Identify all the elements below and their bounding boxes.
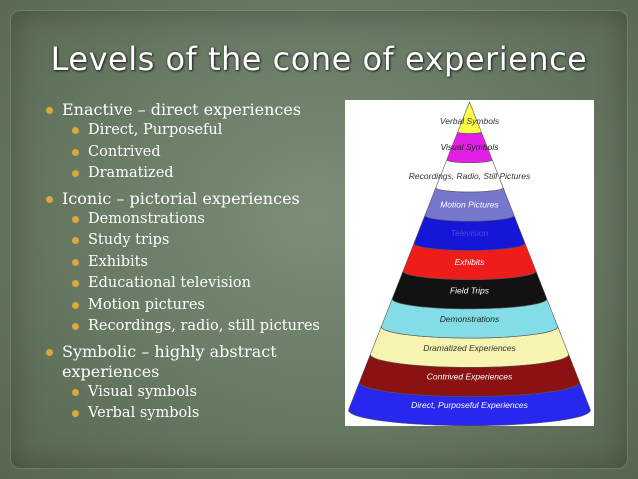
cone-band: Verbal Symbols — [440, 101, 500, 134]
bullet-dot-icon — [72, 388, 79, 396]
cone-band-label: Dramatized Experiences — [423, 343, 516, 353]
cone-band-label: Demonstrations — [440, 314, 500, 324]
sub-bullet-item: Educational television — [36, 273, 336, 295]
bullet-text: Study trips — [88, 232, 170, 248]
cone-band-label: Visual Symbols — [441, 142, 500, 152]
cone-band: Motion Pictures — [424, 187, 515, 222]
bullet-dot-icon — [72, 301, 79, 309]
sub-bullet-item: Dramatized — [36, 163, 336, 185]
sub-bullet-item: Demonstrations — [36, 209, 336, 231]
bullet-dot-icon — [72, 170, 79, 177]
cone-band: Recordings, Radio, Still Pictures — [409, 159, 531, 193]
slide-frame — [10, 10, 628, 469]
bullet-item: Enactive – direct experiences — [36, 100, 336, 120]
bullet-dot-icon — [72, 237, 79, 244]
bullet-text: Recordings, radio, still pictures — [88, 318, 320, 334]
bullet-dot-icon — [72, 215, 79, 223]
bullet-dot-icon — [72, 323, 79, 330]
bullet-text: Direct, Purposeful — [88, 122, 223, 138]
sub-bullet-item: Recordings, radio, still pictures — [36, 316, 336, 338]
cone-band-label: Motion Pictures — [440, 200, 499, 210]
bullet-item: Iconic – pictorial experiences — [36, 189, 336, 209]
bullet-text: Educational television — [88, 275, 251, 291]
bullet-text: Dramatized — [88, 165, 174, 181]
cone-svg: Direct, Purposeful Experiences Contrived … — [348, 101, 591, 426]
sub-bullet-item: Study trips — [36, 230, 336, 252]
sub-bullet-item: Motion pictures — [36, 295, 336, 317]
bullet-text: Visual symbols — [88, 383, 197, 400]
bullet-text: Motion pictures — [88, 296, 205, 313]
slide-title: Levels of the cone of experience — [50, 40, 588, 78]
bullet-text: Symbolic – highly abstract experiences — [62, 341, 277, 381]
bullet-dot-icon — [46, 348, 53, 356]
bullet-dot-icon — [46, 195, 53, 203]
bullet-text: Contrived — [88, 143, 161, 160]
cone-band-label: Television — [451, 228, 489, 238]
sub-bullet-item: Exhibits — [36, 252, 336, 274]
cone-band-label: Recordings, Radio, Still Pictures — [409, 171, 531, 181]
bullet-item: Symbolic – highly abstract experiences — [36, 342, 336, 382]
cone-band-label: Direct, Purposeful Experiences — [411, 400, 528, 410]
bullet-text: Demonstrations — [88, 210, 205, 227]
bullet-dot-icon — [72, 258, 79, 266]
sub-bullet-item: Contrived — [36, 142, 336, 164]
bullet-text: Iconic – pictorial experiences — [62, 188, 300, 208]
bullet-dot-icon — [72, 410, 79, 417]
sub-bullet-item: Visual symbols — [36, 382, 336, 404]
bullet-text: Verbal symbols — [88, 405, 200, 421]
bullet-dot-icon — [46, 107, 53, 114]
cone-band: Visual Symbols — [441, 131, 500, 164]
cone-band-shape — [457, 101, 482, 134]
cone-band-label: Exhibits — [455, 257, 486, 267]
bullet-dot-icon — [72, 148, 79, 156]
sub-bullet-item: Verbal symbols — [36, 403, 336, 425]
sub-bullet-item: Direct, Purposeful — [36, 120, 336, 142]
cone-of-experience-diagram: Direct, Purposeful Experiences Contrived … — [345, 100, 594, 426]
bullet-dot-icon — [72, 127, 79, 134]
bullet-text: Exhibits — [88, 253, 148, 270]
cone-band-label: Contrived Experiences — [427, 371, 513, 381]
bullet-dot-icon — [72, 280, 79, 287]
bullet-text: Enactive – direct experiences — [62, 100, 302, 119]
cone-band-label: Field Trips — [450, 286, 490, 296]
cone-band-label: Verbal Symbols — [440, 116, 500, 126]
